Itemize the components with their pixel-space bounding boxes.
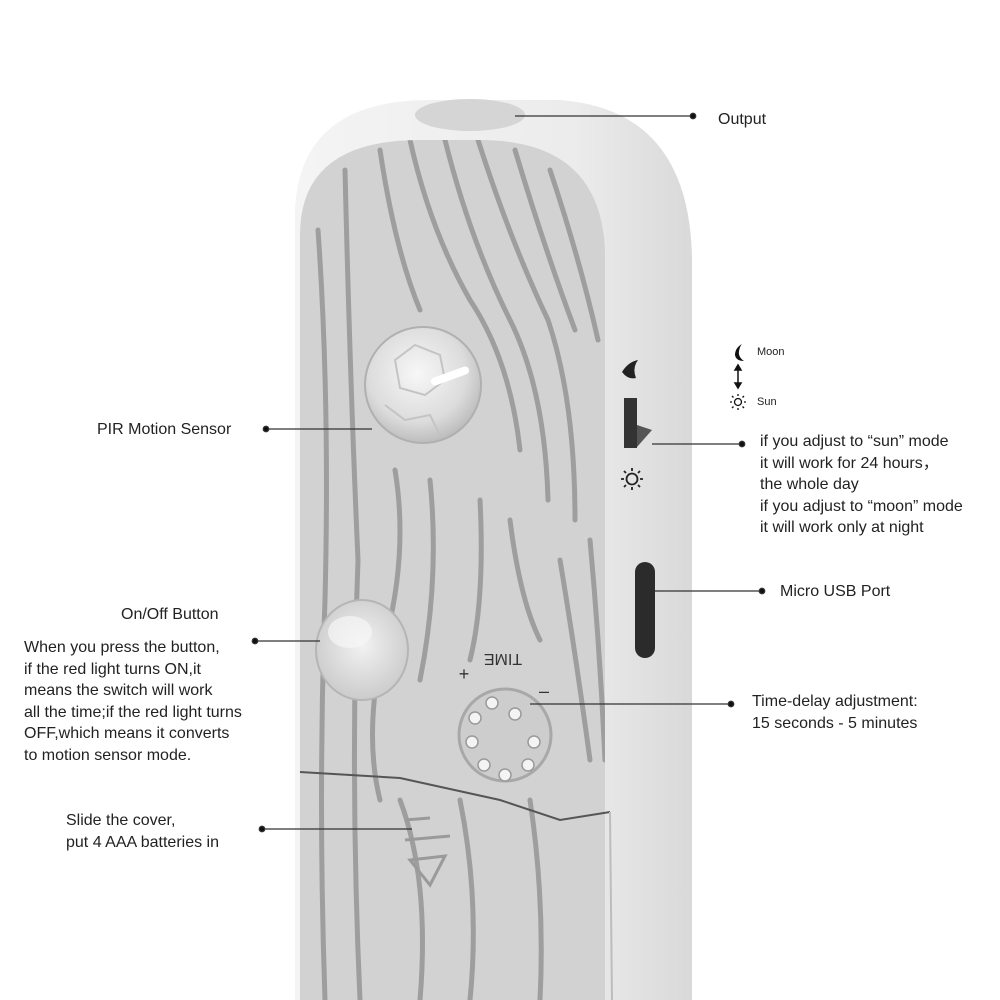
leader-lines (251, 112, 766, 833)
pir-sensor-label: PIR Motion Sensor (97, 421, 232, 438)
switch-moon-icon (622, 360, 638, 379)
onoff-desc-line: OFF,which means it converts (24, 725, 230, 742)
onoff-desc-line: if the red light turns ON,it (24, 660, 201, 678)
output-port (415, 99, 525, 131)
output-label: Output (718, 111, 767, 128)
battery-cover (299, 771, 613, 1000)
legend-moon-label: Moon (757, 346, 785, 358)
sun-icon (730, 394, 746, 410)
cover-line: Slide the cover, (66, 812, 176, 829)
onoff-desc-line: to motion sensor mode. (24, 746, 192, 764)
onoff-desc-line: all the time;if the red light turns (24, 703, 242, 721)
slide-arrow-icon (404, 816, 451, 888)
pir-lens (364, 326, 482, 444)
onoff-description: When you press the button, if the red li… (24, 637, 242, 766)
time-delay-line: Time-delay adjustment: (752, 693, 918, 710)
onoff-desc-line: means the switch will work (24, 682, 213, 699)
onoff-button (315, 599, 409, 701)
time-dial (457, 687, 553, 783)
moon-icon (735, 344, 744, 361)
mode-desc-line: if you adjust to “moon” mode (760, 497, 963, 515)
mode-switch (621, 360, 655, 658)
mode-desc-line: if you adjust to “sun” mode (760, 433, 949, 450)
front-panel (300, 140, 605, 1000)
onoff-title: On/Off Button (121, 606, 219, 623)
double-arrow-icon (733, 363, 743, 390)
legend-sun-label: Sun (757, 396, 777, 408)
cover-line: put 4 AAA batteries in (66, 833, 219, 851)
dial-plus-text: + (459, 664, 470, 684)
mode-desc-line: it will work only at night (760, 519, 924, 536)
dial-minus-text: – (539, 681, 549, 701)
mode-description: if you adjust to “sun” mode it will work… (760, 431, 963, 539)
mode-desc-line: the whole day (760, 476, 859, 493)
time-delay-line: 15 seconds - 5 minutes (752, 714, 918, 732)
micro-usb-port (635, 562, 655, 658)
cover-label: Slide the cover, put 4 AAA batteries in (66, 810, 219, 853)
mode-desc-line: it will work for 24 hours， (760, 454, 939, 472)
usb-label: Micro USB Port (780, 583, 891, 600)
onoff-desc-line: When you press the button, (24, 639, 220, 656)
switch-sun-icon (621, 468, 643, 490)
dial-time-text: TIME (484, 650, 522, 667)
time-delay-label: Time-delay adjustment: 15 seconds - 5 mi… (752, 691, 918, 734)
